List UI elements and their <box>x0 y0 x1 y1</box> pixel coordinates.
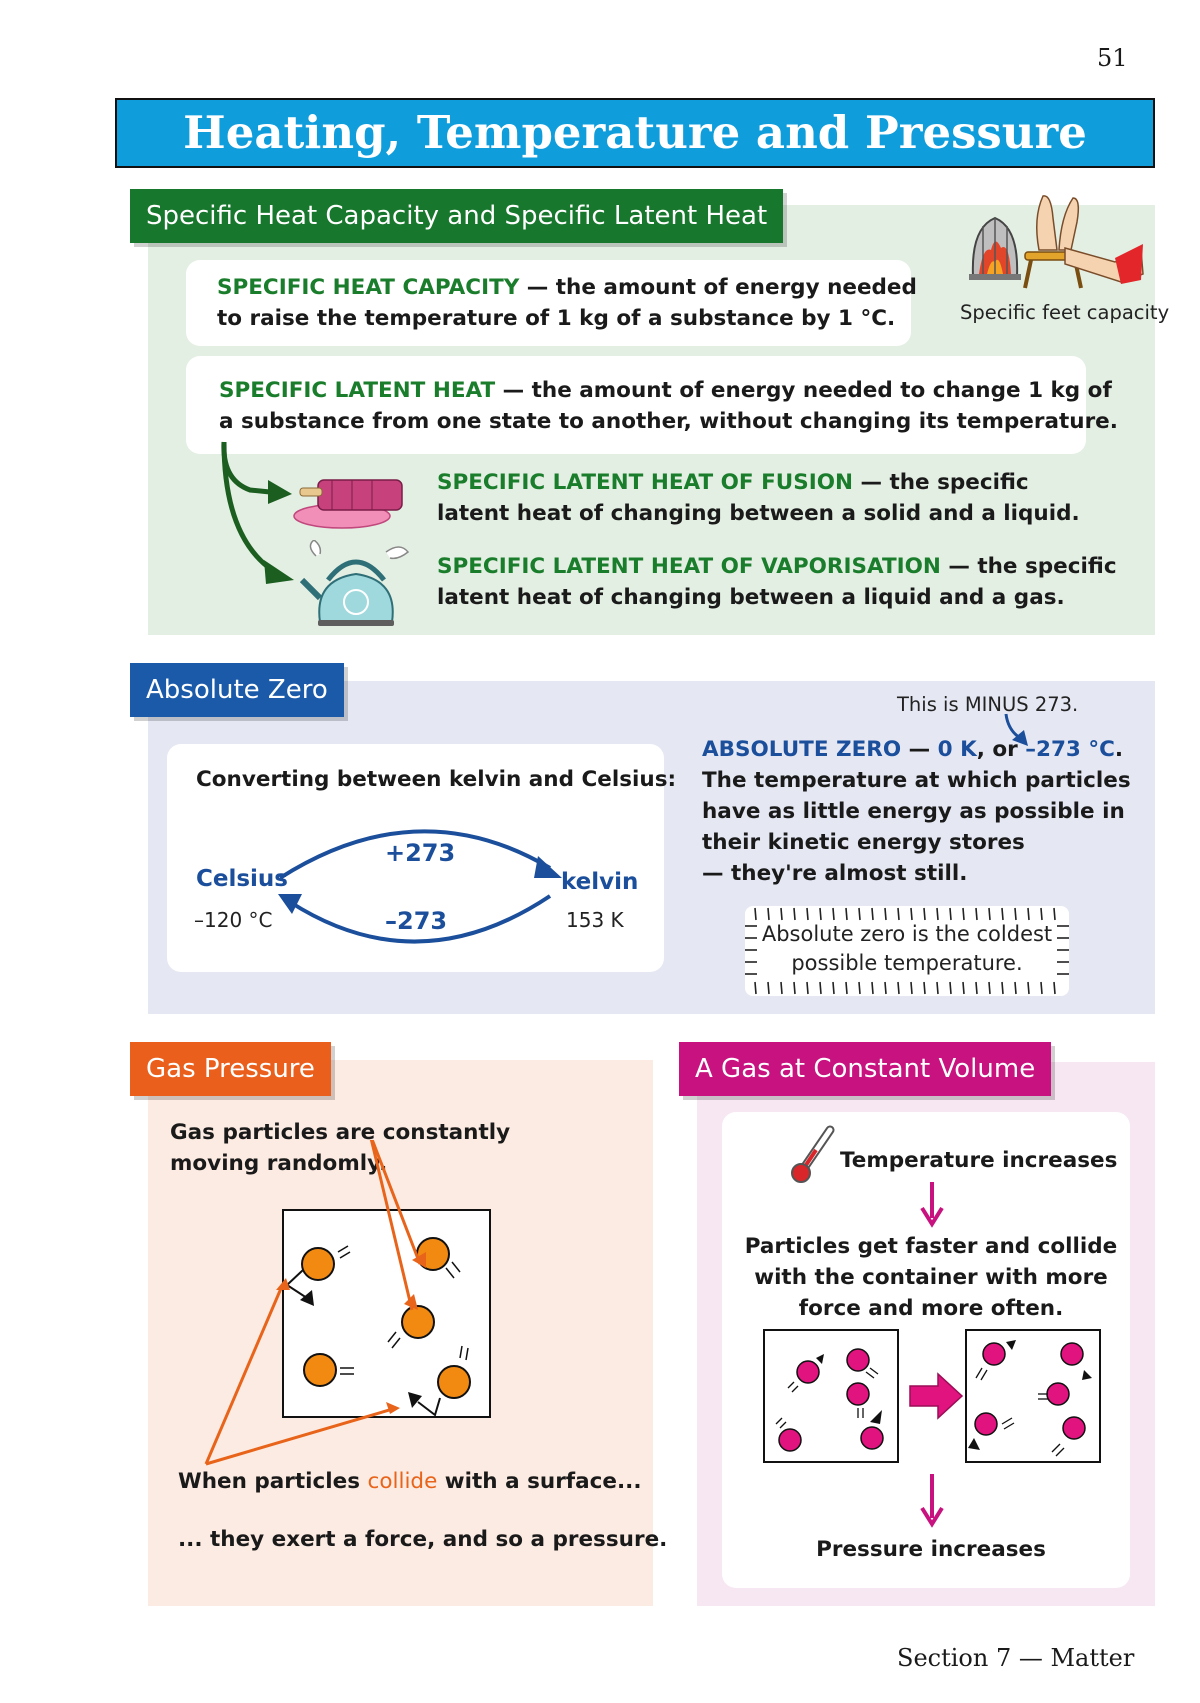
shc-latent-line-1: SPECIFIC LATENT HEAT — the amount of ene… <box>219 375 1112 406</box>
az-def-dash: — <box>901 737 938 762</box>
az-kelvin-value: 153 K <box>566 908 624 932</box>
az-celsius-label: Celsius <box>196 866 288 892</box>
gp-random-line-1: Gas particles are constantly <box>170 1120 511 1145</box>
az-heading: Absolute Zero <box>130 663 344 717</box>
fire-cage-icon <box>969 216 1021 280</box>
az-def-term: ABSOLUTE ZERO <box>702 737 902 762</box>
shc-capacity-line-2: to raise the temperature of 1 kg of a su… <box>217 306 896 331</box>
gp-collide-line: When particles collide with a surface... <box>178 1466 642 1497</box>
shc-fusion-line-2: latent heat of changing between a solid … <box>437 501 1080 526</box>
shc-heading: Specific Heat Capacity and Specific Late… <box>130 189 784 243</box>
az-kelvin-label: kelvin <box>561 869 639 895</box>
az-celsius-value: –120 °C <box>194 908 273 932</box>
az-converting-label: Converting between kelvin and Celsius: <box>196 767 677 792</box>
constant-volume-diagram <box>763 1329 1101 1463</box>
thermometer-icon <box>791 1125 835 1183</box>
az-minus-note: This is MINUS 273. <box>897 693 1079 716</box>
cv-particles-line-1: Particles get faster and collide <box>744 1234 1118 1259</box>
gp-collide-pre: When particles <box>178 1469 368 1494</box>
cv-pressure-increases: Pressure increases <box>816 1537 1046 1562</box>
shc-capacity-card <box>186 260 911 346</box>
gp-collide-post: with a surface... <box>437 1469 642 1494</box>
minus-note-arrow <box>1004 713 1028 746</box>
cv-particles-line-2: with the container with more <box>754 1265 1108 1290</box>
page-title: Heating, Temperature and Pressure <box>115 98 1155 168</box>
latent-branch-arrows <box>221 441 294 584</box>
gp-heading: Gas Pressure <box>130 1042 331 1096</box>
shc-latent-line-2: a substance from one state to another, w… <box>219 409 1118 434</box>
shc-capacity-def-1: — the amount of energy needed <box>519 275 917 300</box>
shc-capacity-line-1: SPECIFIC HEAT CAPACITY — the amount of e… <box>217 272 917 303</box>
cv-arrow-down-1 <box>920 1182 944 1228</box>
gp-collide-word: collide <box>367 1469 438 1494</box>
shc-fusion-def-1: — the specific <box>852 470 1029 495</box>
gas-pressure-diagram <box>204 1140 491 1466</box>
az-plus: +273 <box>385 839 456 867</box>
coldest-note-frame <box>745 906 1069 996</box>
melting-ice-lolly-icon <box>293 479 403 529</box>
shc-capacity-term: SPECIFIC HEAT CAPACITY <box>217 275 520 300</box>
shc-fusion-term: SPECIFIC LATENT HEAT OF FUSION <box>437 470 853 495</box>
az-def-line-5: — they're almost still. <box>702 861 968 886</box>
page-number: 51 <box>1097 44 1128 72</box>
cv-temp-increases: Temperature increases <box>840 1148 1118 1173</box>
section-footer: Section 7 — Matter <box>897 1644 1135 1672</box>
cv-heading: A Gas at Constant Volume <box>679 1042 1052 1096</box>
shc-fusion-line-1: SPECIFIC LATENT HEAT OF FUSION — the spe… <box>437 467 1029 498</box>
az-def-k: 0 K <box>937 737 977 762</box>
shc-vap-def-1: — the specific <box>940 554 1117 579</box>
gp-force-line: ... they exert a force, and so a pressur… <box>178 1527 668 1552</box>
shc-latent-term: SPECIFIC LATENT HEAT <box>219 378 496 403</box>
gp-random-line-2: moving randomly. <box>170 1151 388 1176</box>
cv-arrow-down-2 <box>920 1474 944 1528</box>
az-minus: –273 <box>385 907 448 935</box>
shc-vap-line-1: SPECIFIC LATENT HEAT OF VAPORISATION — t… <box>437 551 1117 582</box>
feet-illustration <box>969 195 1144 289</box>
shc-vap-term: SPECIFIC LATENT HEAT OF VAPORISATION <box>437 554 941 579</box>
shc-latent-def-1: — the amount of energy needed to change … <box>495 378 1112 403</box>
feet-on-stool-icon <box>1023 195 1144 289</box>
steaming-kettle-icon <box>300 540 410 626</box>
az-def-c: –273 °C <box>1025 737 1115 762</box>
az-converting-card <box>167 744 664 972</box>
shc-latent-card <box>186 356 1086 454</box>
az-def-line-2: The temperature at which particles <box>702 768 1131 793</box>
cv-particles-line-3: force and more often. <box>798 1296 1064 1321</box>
kelvin-celsius-arrows <box>278 829 562 944</box>
az-def-or: , or <box>976 737 1026 762</box>
feet-caption: Specific feet capacity <box>960 301 1170 324</box>
coldest-note-line-2: possible temperature. <box>791 951 1023 975</box>
az-def-line-1: ABSOLUTE ZERO — 0 K, or –273 °C. <box>702 734 1123 765</box>
az-def-line-4: their kinetic energy stores <box>702 830 1025 855</box>
shc-vap-line-2: latent heat of changing between a liquid… <box>437 585 1065 610</box>
coldest-note-line-1: Absolute zero is the coldest <box>761 922 1053 946</box>
az-def-dot: . <box>1114 737 1124 762</box>
az-def-line-3: have as little energy as possible in <box>702 799 1125 824</box>
